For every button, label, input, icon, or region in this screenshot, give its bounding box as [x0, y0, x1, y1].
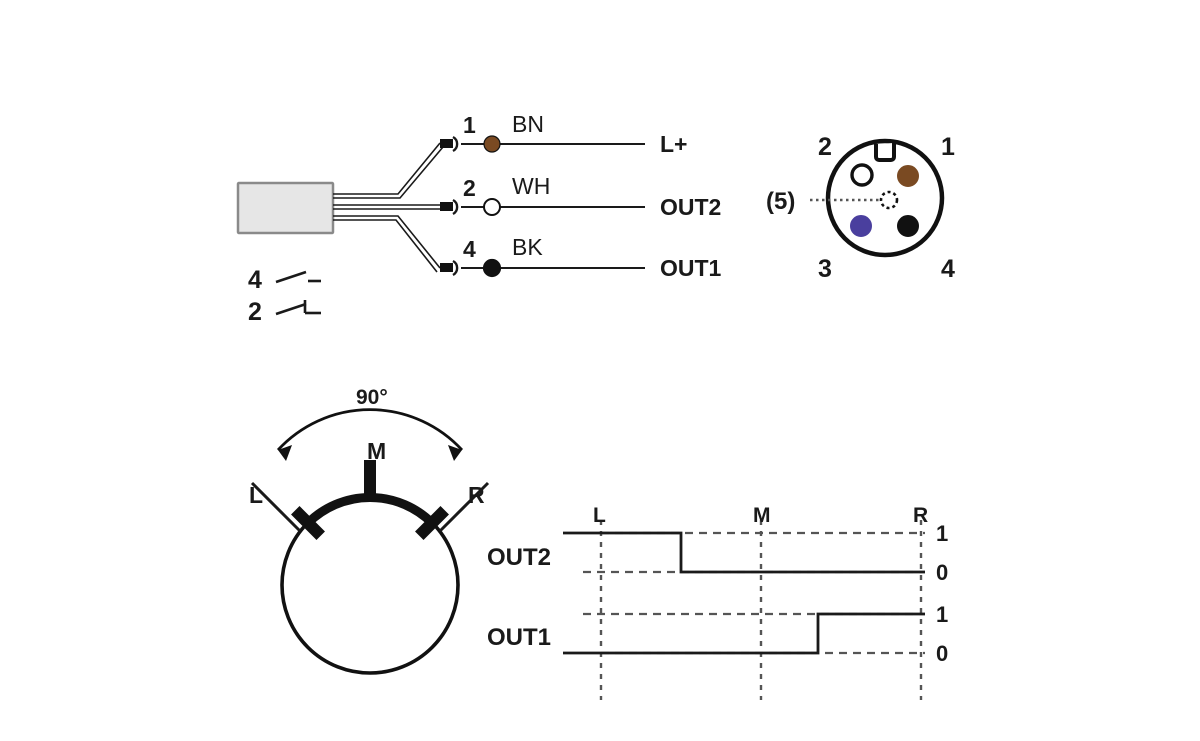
pin-number-2: 2	[463, 175, 476, 201]
timing-xtick-L: L	[593, 504, 606, 527]
sensing-marker-label-R: R	[468, 482, 485, 508]
angle-label: 90°	[356, 386, 388, 409]
timing-xtick-M: M	[753, 504, 771, 527]
switch-legend-group: 4 2	[248, 266, 321, 326]
wiring-channel-4: 4 BK OUT1	[440, 234, 722, 281]
switch-symbol-2-blade	[275, 302, 307, 316]
timing-out2-ylabel-0: 0	[936, 560, 948, 585]
sensing-marker-label-L: L	[249, 482, 263, 508]
wire-code-2: WH	[512, 173, 550, 199]
connector-pin-label-2: 2	[818, 133, 832, 161]
wiring-channel-2: 2 WH OUT2	[440, 173, 721, 220]
connector-keyway-notch	[874, 143, 896, 162]
timing-trace-label-out1: OUT1	[487, 624, 551, 651]
sensor-body	[236, 181, 335, 235]
sensing-leader-L	[250, 481, 302, 533]
connector-pin-3-dot	[850, 215, 872, 237]
wire-line-pin1-b	[333, 146, 444, 199]
timing-out1-signal	[563, 612, 925, 655]
wire-color-dot-2	[483, 198, 501, 216]
timing-out1-ylabel-1: 1	[936, 602, 948, 627]
connector-pin-2-dot	[850, 163, 874, 187]
wire-color-dot-1	[483, 135, 501, 153]
connector-face-group: 2 1 3 4 (5)	[766, 133, 955, 283]
signal-label-1: L+	[660, 131, 687, 157]
pin-number-1: 1	[463, 112, 476, 138]
switch-legend-pin-4: 4	[248, 266, 262, 294]
sensing-marker-M-tick	[364, 460, 376, 496]
wiring-channel-1: 1 BN L+	[440, 111, 687, 157]
wire-code-1: BN	[512, 111, 544, 137]
sensing-marker-R-tick	[415, 506, 449, 540]
timing-xtick-R: R	[913, 504, 928, 527]
timing-trace-out1: OUT1 1 0	[487, 602, 948, 666]
sensing-circle-group: 90° M L R	[249, 386, 490, 675]
signal-label-2: OUT2	[660, 194, 721, 220]
timing-out2-ylabel-1: 1	[936, 521, 948, 546]
sensing-arc-band	[304, 492, 436, 527]
timing-out1-ylabel-0: 0	[936, 641, 948, 666]
connector-pin-5-dot	[879, 190, 899, 210]
signal-label-4: OUT1	[660, 255, 722, 281]
sensing-marker-label-M: M	[367, 438, 386, 464]
sensing-leader-R	[438, 481, 490, 533]
timing-out2-signal	[563, 531, 925, 574]
pin-number-4: 4	[463, 236, 476, 262]
timing-diagram-group: L M R OUT2 1 0 OUT1 1 0	[487, 504, 948, 700]
plug-icon-1	[440, 139, 453, 148]
wire-line-pin4-b	[333, 219, 438, 273]
wire-line-pin1-a	[333, 142, 441, 195]
socket-icon-2	[452, 198, 459, 216]
switch-legend-pin-2: 2	[248, 298, 262, 326]
wiring-diagram-group: 1 BN L+ 2 WH OUT2 4 BK OUT1 4	[236, 111, 722, 326]
angle-arrowhead-left	[278, 445, 292, 461]
wire-line-pin4-a	[333, 215, 441, 269]
socket-icon-1	[452, 135, 459, 153]
timing-trace-out2: OUT2 1 0	[487, 521, 948, 585]
timing-trace-label-out2: OUT2	[487, 544, 551, 571]
connector-pin-label-4: 4	[941, 255, 955, 283]
connector-pin-label-5: (5)	[766, 188, 795, 215]
connector-pin-label-3: 3	[818, 255, 832, 283]
angle-dimension-arc	[276, 408, 464, 451]
switch-symbol-4-blade	[275, 270, 307, 284]
connector-pin-4-dot	[897, 215, 919, 237]
sensing-marker-L-tick	[291, 506, 325, 540]
connector-pin-1-dot	[897, 165, 919, 187]
wire-color-dot-4	[482, 258, 502, 278]
plug-icon-4	[440, 263, 453, 272]
socket-icon-4	[452, 259, 459, 277]
plug-icon-2	[440, 202, 453, 211]
angle-arrowhead-right	[448, 445, 462, 461]
connector-pin-label-1: 1	[941, 133, 955, 161]
wire-code-4: BK	[512, 234, 543, 260]
